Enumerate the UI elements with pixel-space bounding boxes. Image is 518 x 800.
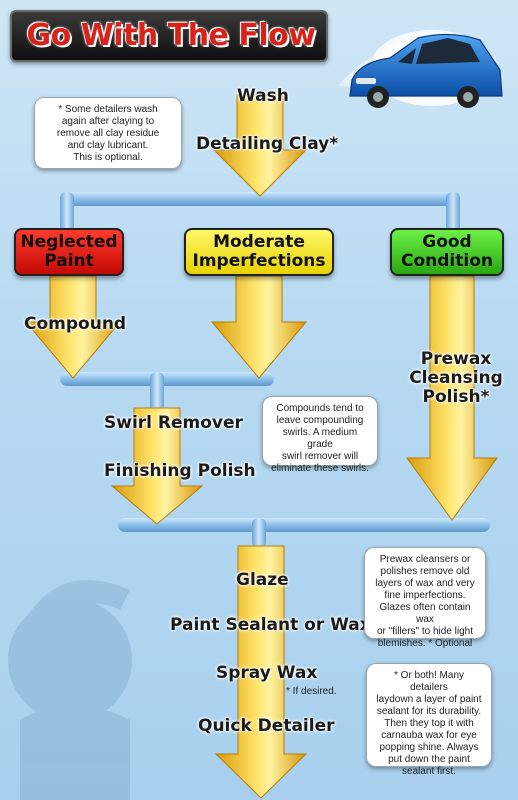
flow-arrows (24, 94, 498, 799)
note-clay: * Some detailers wash again after clayin… (34, 97, 182, 169)
title-banner: Go With The Flow (10, 10, 328, 62)
step-paint-sealant-or-wax: Paint Sealant or Wax (170, 615, 371, 635)
step-compound: Compound (24, 314, 127, 334)
step-swirl-remover: Swirl Remover (104, 413, 243, 433)
if-desired-note: * If desired. (286, 686, 337, 697)
condition-good: Good Condition (390, 228, 504, 276)
flow-pipes (60, 192, 490, 548)
mascot-icon (8, 580, 132, 800)
note-compound: Compounds tend to leave compounding swir… (262, 396, 378, 474)
blue-car-icon (338, 30, 503, 108)
condition-moderate-label: Moderate Imperfections (192, 232, 326, 271)
step-wash: Wash (237, 86, 289, 106)
condition-neglected-label: Neglected Paint (20, 232, 118, 271)
condition-neglected-paint: Neglected Paint (14, 228, 124, 276)
step-detailing-clay: Detailing Clay* (196, 134, 339, 154)
page-title: Go With The Flow (26, 18, 316, 53)
step-prewax-cleansing-polish: Prewax Cleansing Polish* (409, 349, 503, 407)
step-glaze: Glaze (236, 570, 289, 590)
condition-good-label: Good Condition (401, 232, 493, 271)
step-quick-detailer: Quick Detailer (198, 716, 335, 736)
note-sealant-both: * Or both! Many detailers laydown a laye… (366, 663, 492, 777)
step-spray-wax: Spray Wax (216, 663, 318, 683)
condition-moderate-imperfections: Moderate Imperfections (184, 228, 334, 276)
step-finishing-polish: Finishing Polish (104, 461, 256, 481)
note-prewax: Prewax cleansers or polishes remove old … (364, 547, 486, 649)
